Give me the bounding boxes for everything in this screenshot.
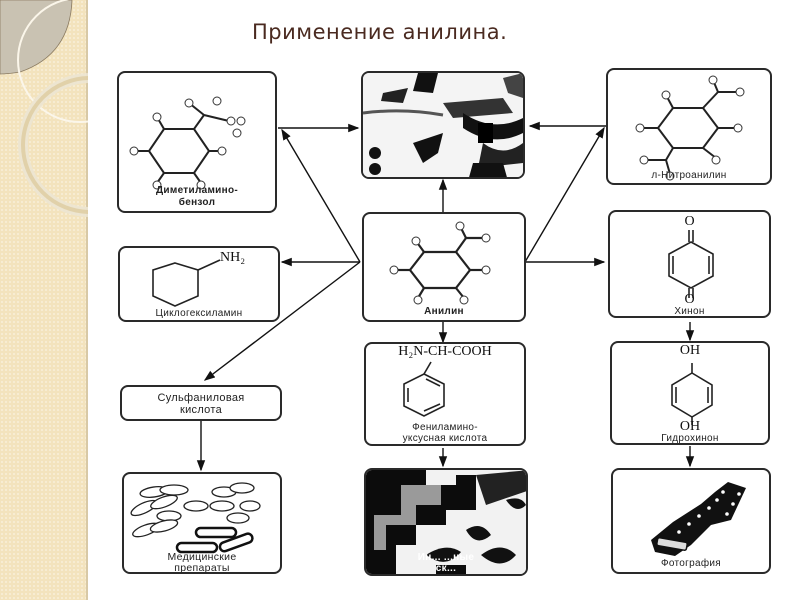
decorative-side-strip	[0, 0, 88, 600]
node-cyclohexylamine-formula: NH₂	[220, 250, 246, 265]
arrow-aniline-to-dmab	[281, 128, 361, 263]
node-phenylaminoacetic-formula: H₂N-CH-COOH	[398, 344, 492, 359]
molecule-phenylaminoacetic-icon	[403, 361, 445, 417]
node-hydroquinone-bottom-oh: OH	[679, 419, 701, 434]
node-fabrics: Ин... ...ные ск...	[364, 468, 528, 576]
node-sulfanilic-line1: Сульфаниловая	[157, 392, 245, 404]
node-quinone-top-o: O	[684, 214, 695, 229]
node-fabrics-line2: ск...	[435, 563, 457, 574]
node-dimethylaminobenzene-line2: бензол	[178, 197, 216, 208]
molecule-hydroquinone-icon	[671, 363, 713, 425]
node-medicines-line1: Медицинские	[167, 551, 237, 563]
arrow-aniline-to-sulfanilic	[203, 261, 361, 381]
decorative-circles	[0, 0, 88, 217]
node-dimethylaminobenzene: Диметиламино- бензол	[117, 71, 277, 213]
film-strip-icon	[651, 482, 746, 556]
node-medicines: Медицинские препараты	[122, 472, 282, 574]
node-dyes-top	[361, 71, 525, 179]
node-nitroaniline: л-Нитроанилин	[606, 68, 772, 185]
node-nitroaniline-label: л-Нитроанилин	[651, 170, 727, 181]
molecule-aniline-icon	[389, 221, 491, 305]
node-sulfanilic-acid: Сульфаниловая кислота	[120, 385, 282, 421]
node-sulfanilic-line2: кислота	[179, 404, 222, 416]
slide-title: Применение анилина.	[252, 20, 508, 44]
node-dimethylaminobenzene-line1: Диметиламино-	[156, 185, 238, 196]
fabric-pattern-image	[366, 470, 526, 574]
pills-icon	[130, 482, 261, 554]
node-fabrics-line1: Ин... ...ные	[417, 552, 475, 563]
node-hydroquinone-label: Гидрохинон	[661, 433, 719, 444]
node-aniline: Анилин	[362, 212, 526, 322]
node-phenylaminoacetic-line1: Фениламино-	[412, 422, 478, 433]
node-quinone-label: Хинон	[674, 306, 705, 317]
molecule-dimethylaminobenzene-icon	[129, 96, 246, 190]
node-hydroquinone-top-oh: OH	[679, 343, 701, 358]
node-photography: Фотография	[611, 468, 771, 574]
dyes-fabric-image	[363, 73, 523, 177]
molecule-quinone-icon	[668, 230, 714, 298]
node-cyclohexylamine-label: Циклогексиламин	[155, 308, 243, 319]
node-hydroquinone: OH OH Гидрохинон	[610, 341, 770, 445]
node-phenylaminoacetic-line2: уксусная кислота	[402, 433, 488, 444]
molecule-cyclohexylamine-icon	[152, 259, 221, 307]
node-medicines-line2: препараты	[174, 562, 230, 574]
node-phenylaminoacetic-acid: H₂N-CH-COOH Фениламино- уксусная кислота	[364, 342, 526, 446]
arrow-aniline-to-nitro	[524, 126, 605, 263]
node-quinone-bottom-o: O	[684, 292, 695, 307]
node-photography-label: Фотография	[661, 558, 721, 569]
molecule-nitroaniline-icon	[635, 75, 745, 181]
node-cyclohexylamine: NH₂ Циклогексиламин	[118, 246, 280, 322]
node-quinone: O O Хинон	[608, 210, 771, 318]
node-aniline-label: Анилин	[424, 306, 464, 317]
